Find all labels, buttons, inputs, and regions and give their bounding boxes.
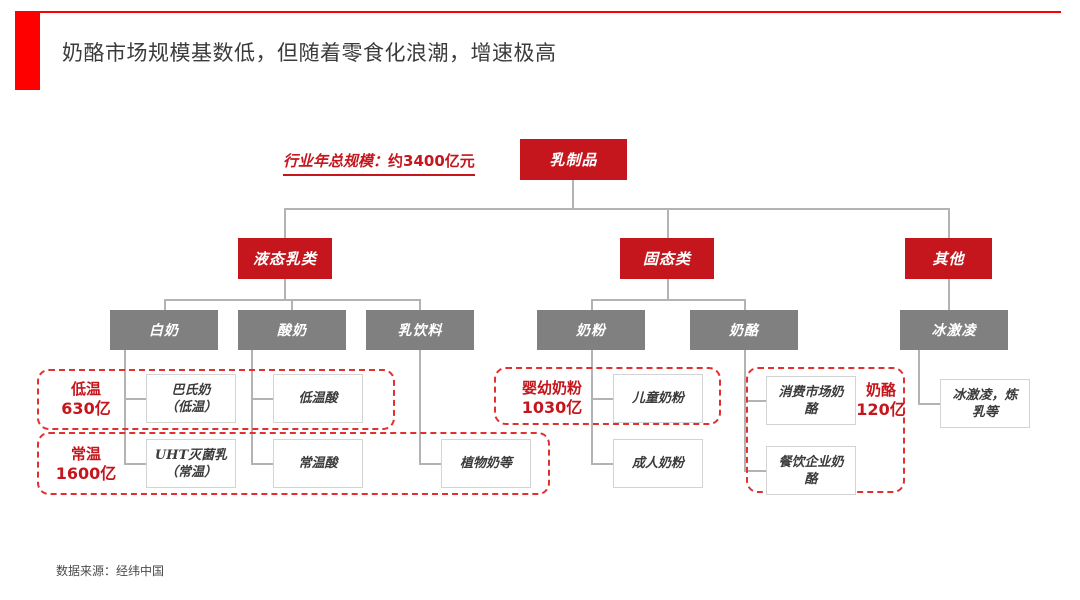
leaf-ice-cream-condensed[interactable]: 冰激凌，炼 乳等 — [940, 379, 1030, 428]
dashed-region-ambient — [37, 432, 550, 495]
leaf-low-temp-yogurt[interactable]: 低温酸 — [273, 374, 363, 423]
page-title: 奶酪市场规模基数低，但随着零食化浪潮，增速极高 — [62, 41, 557, 65]
leaf-pasteurized-milk[interactable]: 巴氏奶 （低温） — [146, 374, 236, 423]
annotation-label: 婴幼奶粉 — [521, 379, 582, 397]
node-label: 白奶 — [149, 323, 179, 339]
header-rule — [15, 11, 1061, 13]
node-label: 固态类 — [642, 250, 691, 268]
annotation-label: 奶酪 — [865, 381, 896, 399]
node-label: 液态乳类 — [252, 250, 317, 268]
node-liquid-dairy[interactable]: 液态乳类 — [238, 238, 332, 279]
annotation-cheese: 奶酪 120亿 — [856, 381, 906, 419]
annotation-value: 1030亿 — [521, 398, 583, 417]
node-label: 冰激凌 — [931, 323, 977, 339]
node-cheese[interactable]: 奶酪 — [690, 310, 798, 350]
leaf-line-1: 餐饮企业奶 — [778, 454, 844, 470]
connector-suannai-stub-2 — [251, 463, 273, 465]
leaf-line-1: 低温酸 — [298, 391, 338, 406]
annotation-infant-formula: 婴幼奶粉 1030亿 — [505, 379, 599, 417]
leaf-line-1: 冰激凌，炼 — [952, 387, 1018, 403]
connector-bingjiling-down — [918, 350, 920, 405]
leaf-retail-cheese[interactable]: 消费市场奶 酪 — [766, 376, 856, 425]
leaf-child-formula[interactable]: 儿童奶粉 — [613, 374, 703, 423]
node-ice-cream[interactable]: 冰激凌 — [900, 310, 1008, 350]
leaf-line-2: 酪 — [804, 471, 818, 487]
leaf-line-2: （低温） — [164, 399, 217, 415]
connector-ruyinliao-stub-1 — [419, 463, 441, 465]
leaf-line-1: 成人奶粉 — [631, 456, 684, 471]
annotation-label: 常温 — [70, 445, 101, 463]
annotation-low-temp: 低温 630亿 — [49, 380, 123, 418]
annotation-value: 1600亿 — [55, 464, 117, 483]
leaf-line-1: 消费市场奶 — [778, 384, 844, 400]
annotation-value: 630亿 — [61, 399, 111, 418]
dashed-region-infant-formula — [494, 367, 721, 425]
node-white-milk[interactable]: 白奶 — [110, 310, 218, 350]
leaf-line-1: 巴氏奶 — [171, 382, 211, 398]
connector-to-nailao — [744, 299, 746, 311]
title-accent-bar — [15, 12, 40, 90]
data-source-note: 数据来源：经纬中国 — [56, 564, 165, 578]
leaf-adult-formula[interactable]: 成人奶粉 — [613, 439, 703, 488]
leaf-line-1: 儿童奶粉 — [631, 391, 684, 406]
connector-nailao-stub-2 — [744, 470, 766, 472]
leaf-line-1: UHT灭菌乳 — [154, 447, 228, 463]
connector-nailao-stub-1 — [744, 400, 766, 402]
node-solid-dairy[interactable]: 固态类 — [620, 238, 714, 279]
node-other-dairy[interactable]: 其他 — [905, 238, 992, 279]
connector-to-other — [948, 208, 950, 238]
connector-bainai-stub-2 — [124, 463, 146, 465]
industry-total-amount: 约3400亿元 — [388, 152, 475, 170]
node-yogurt[interactable]: 酸奶 — [238, 310, 346, 350]
connector-suannai-down — [251, 350, 253, 465]
connector-to-naifen — [591, 299, 593, 311]
industry-total-prefix: 行业年总规模： — [283, 152, 389, 170]
node-label: 乳制品 — [549, 151, 598, 169]
annotation-ambient: 常温 1600亿 — [49, 445, 123, 483]
leaf-plant-milk[interactable]: 植物奶等 — [441, 439, 531, 488]
connector-solid-bus — [591, 299, 745, 301]
connector-nailao-down — [744, 350, 746, 470]
node-label: 奶粉 — [576, 323, 606, 339]
connector-bingjiling-stub-1 — [918, 403, 940, 405]
connector-solid-down — [667, 279, 669, 299]
connector-level2-bus — [284, 208, 949, 210]
industry-total-label: 行业年总规模：约3400亿元 — [283, 150, 475, 176]
connector-naifen-stub-1 — [591, 398, 613, 400]
leaf-line-2: 乳等 — [971, 404, 998, 420]
connector-to-ruyinliao — [419, 299, 421, 311]
connector-bainai-stub-1 — [124, 398, 146, 400]
leaf-line-1: 常温酸 — [298, 456, 338, 471]
leaf-foodservice-cheese[interactable]: 餐饮企业奶 酪 — [766, 446, 856, 495]
node-milk-powder[interactable]: 奶粉 — [537, 310, 645, 350]
node-label: 酸奶 — [277, 323, 307, 339]
leaf-line-1: 植物奶等 — [459, 456, 512, 471]
node-dairy-products[interactable]: 乳制品 — [520, 139, 627, 180]
connector-suannai-stub-1 — [251, 398, 273, 400]
node-label: 其他 — [932, 250, 965, 268]
connector-liquid-down — [284, 279, 286, 299]
connector-naifen-stub-2 — [591, 463, 613, 465]
connector-bainai-down — [124, 350, 126, 465]
dashed-region-low-temp — [37, 369, 395, 430]
node-label: 乳饮料 — [397, 323, 443, 339]
annotation-value: 120亿 — [856, 400, 906, 419]
connector-to-solid — [667, 208, 669, 238]
connector-to-bainai — [164, 299, 166, 311]
connector-to-suannai — [291, 299, 293, 311]
connector-to-liquid — [284, 208, 286, 238]
connector-to-bingjiling — [948, 279, 950, 311]
connector-root-down — [572, 180, 574, 208]
node-label: 奶酪 — [729, 323, 759, 339]
leaf-uht-milk[interactable]: UHT灭菌乳 （常温） — [146, 439, 236, 488]
connector-ruyinliao-down — [419, 350, 421, 465]
node-milk-beverage[interactable]: 乳饮料 — [366, 310, 474, 350]
connector-naifen-down — [591, 350, 593, 465]
leaf-ambient-yogurt[interactable]: 常温酸 — [273, 439, 363, 488]
leaf-line-2: （常温） — [164, 464, 217, 480]
annotation-label: 低温 — [70, 380, 101, 398]
leaf-line-2: 酪 — [804, 401, 818, 417]
